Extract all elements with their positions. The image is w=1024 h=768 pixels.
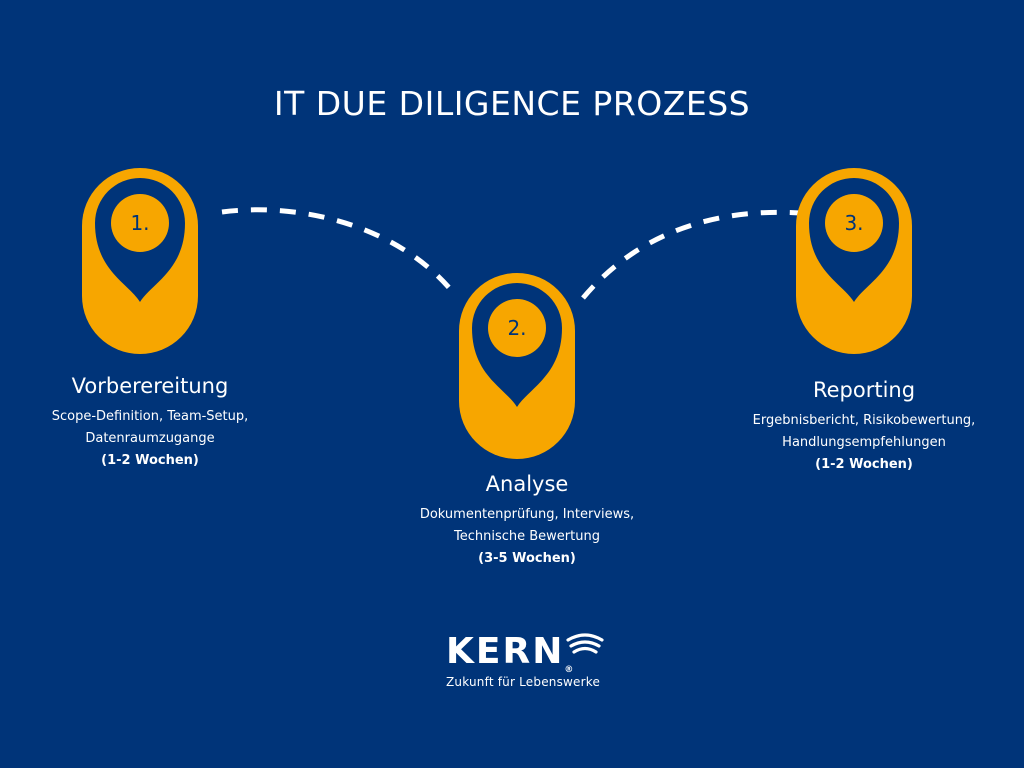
step-1-number: 1.	[130, 211, 150, 235]
registered-mark: ®	[564, 665, 576, 675]
step-2-duration: (3-5 Wochen)	[478, 551, 576, 566]
logo-arcs-icon	[566, 633, 604, 654]
step-3-title: Reporting	[812, 378, 916, 402]
logo-wordmark-text: KERN	[446, 631, 565, 672]
step-2-desc-line1: Dokumentenprüfung, Interviews,	[419, 507, 635, 522]
page-title: IT DUE DILIGENCE PROZESS	[273, 84, 751, 123]
dashed-connector-1-2	[221, 207, 458, 298]
step-2-number: 2.	[507, 316, 527, 340]
step-1-title: Vorberereitung	[71, 374, 229, 398]
step-1-duration: (1-2 Wochen)	[101, 453, 199, 468]
step-1-desc-line2: Datenraumzugange	[85, 431, 215, 446]
step-2-text: Analyse Dokumentenprüfung, Interviews, T…	[397, 472, 657, 570]
step-1-marker	[82, 168, 198, 354]
step-3-duration: (1-2 Wochen)	[815, 457, 913, 472]
step-2-desc-line2: Technische Bewertung	[454, 529, 600, 544]
logo-tagline: Zukunft für Lebenswerke	[446, 675, 601, 689]
step-1-desc-line1: Scope-Definition, Team-Setup,	[51, 409, 249, 424]
logo-wordmark: KERN®	[446, 631, 616, 676]
step-1-text: Vorberereitung Scope-Definition, Team-Se…	[30, 374, 270, 472]
step-3-desc-line1: Ergebnisbericht, Risikobewertung,	[752, 413, 976, 428]
step-3-number: 3.	[844, 211, 864, 235]
step-3-text: Reporting Ergebnisbericht, Risikobewertu…	[734, 378, 994, 476]
kern-logo: KERN® Zukunft für Lebenswerke	[446, 631, 616, 690]
dashed-connector-2-3	[581, 209, 801, 300]
step-2-marker	[459, 273, 575, 459]
step-2-title: Analyse	[485, 472, 569, 496]
step-3-marker	[796, 168, 912, 354]
step-3-desc-line2: Handlungsempfehlungen	[782, 435, 946, 450]
